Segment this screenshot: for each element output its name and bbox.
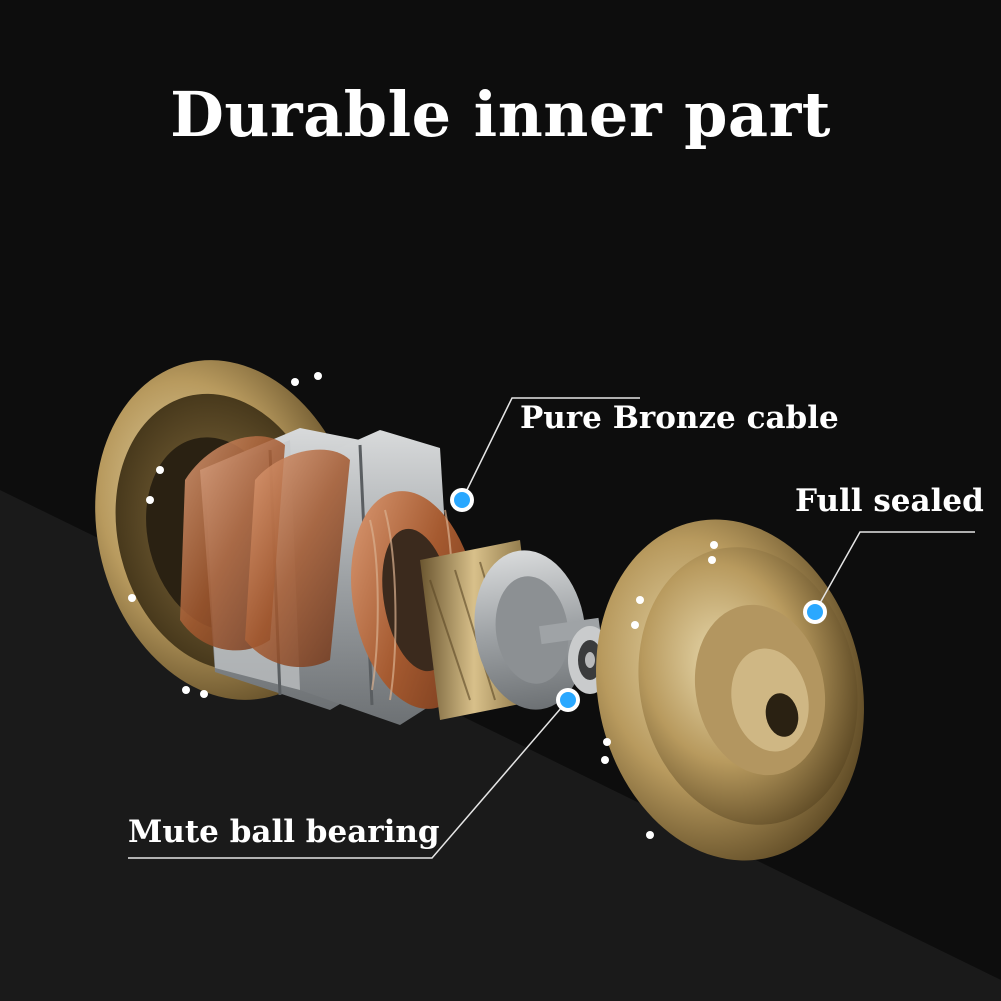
page-title: Durable inner part (170, 78, 831, 151)
callout-lines (128, 397, 975, 859)
right-end-cover (596, 519, 864, 861)
callout-bronze-cable: Pure Bronze cable (520, 400, 839, 436)
callout-full-sealed: Full sealed (795, 483, 984, 519)
rotor (420, 540, 601, 720)
callout-markers (450, 488, 827, 712)
callout-ball-bearing: Mute ball bearing (128, 814, 440, 850)
